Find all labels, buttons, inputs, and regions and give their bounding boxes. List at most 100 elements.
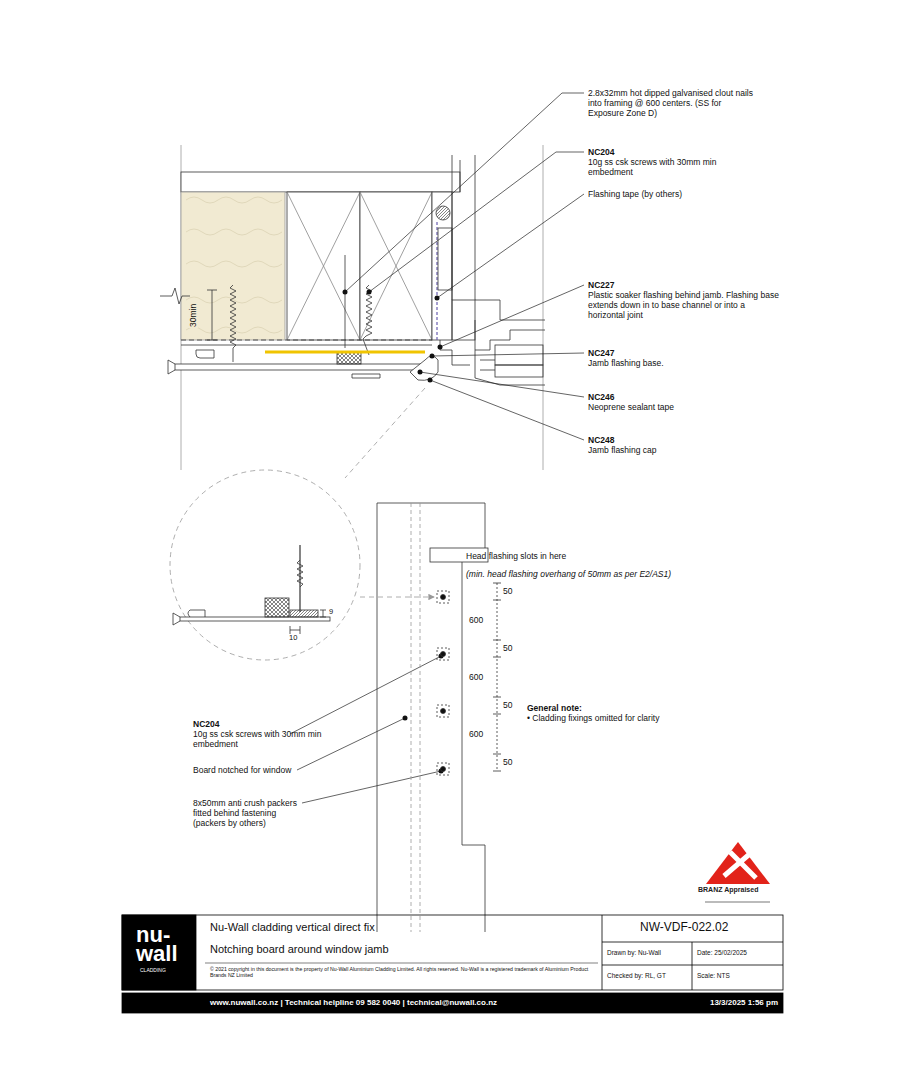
note-text: (min. head flashing overhang of 50mm as … (466, 569, 671, 579)
drawing-part (724, 852, 756, 878)
drawing-part (430, 380, 584, 440)
drawing-subtitle: Notching board around window jamb (210, 943, 389, 956)
drawing-title: Nu-Wall cladding vertical direct fix (210, 921, 375, 934)
drawing-part (436, 222, 437, 340)
callout-text: Neoprene sealant tape (588, 402, 674, 412)
drawing-part (168, 360, 175, 374)
drawing-part (441, 652, 446, 657)
title-cell: Date: 25/02/2025 (697, 949, 747, 957)
drawing-part (437, 591, 449, 603)
appraisal-mark: BRANZ Appraised (698, 886, 758, 894)
drawing-part (452, 155, 545, 320)
drawing-part (441, 595, 446, 600)
drawing-part (186, 197, 282, 333)
part-code: NC204 (588, 147, 614, 157)
drawing-part (420, 372, 584, 397)
drawing-part (188, 610, 205, 617)
drawing-part (360, 192, 432, 340)
drawing-part (345, 388, 425, 478)
drawing-part (493, 771, 501, 772)
drawing-part (602, 942, 783, 943)
drawing-part (430, 354, 435, 359)
drawing-part (160, 288, 190, 304)
drawing-part (230, 285, 236, 362)
dimension: 50 (503, 757, 512, 767)
drawing-part (493, 600, 501, 601)
detail-view (170, 388, 434, 660)
note-text: • Cladding fixings omitted for clarity (527, 713, 659, 723)
drawing-part (337, 352, 361, 364)
drawing-part (432, 192, 452, 340)
drawing-part (343, 290, 348, 295)
drawing-part (438, 345, 443, 350)
part-code: NC246 (588, 392, 614, 402)
drawing-part (297, 718, 405, 770)
drawing-part (299, 545, 300, 612)
drawing-part (377, 503, 485, 932)
drawing-part (290, 610, 318, 617)
callout-text: Flashing tape (by others) (588, 189, 682, 199)
section-view (160, 145, 545, 470)
drawing-part (452, 300, 475, 340)
drawing-part (181, 192, 285, 340)
drawing-part (497, 583, 498, 771)
drawing-part (437, 705, 449, 717)
drawing-part (367, 290, 372, 295)
drawing-part (493, 697, 501, 698)
note-heading: General note: (527, 703, 582, 713)
drawing-part (345, 93, 584, 292)
callout-text: 10g ss csk screws with 30mm min embedmen… (193, 729, 323, 749)
drawing-part (122, 915, 196, 990)
drawing-part (297, 560, 303, 587)
drawing-part (705, 901, 770, 903)
drawing-part (207, 290, 217, 291)
drawing-part (441, 709, 446, 714)
leader-lines (290, 93, 584, 803)
dimension: 600 (469, 729, 483, 739)
note-text: Head flashing slots in here (466, 551, 566, 561)
drawing-part (265, 598, 289, 617)
title-cell: Checked by: RL, GT (607, 972, 666, 980)
drawing-part (173, 613, 180, 625)
drawing-part (265, 351, 425, 354)
drawing-part (403, 716, 408, 721)
drawing-part (323, 610, 324, 617)
drawing-part (418, 370, 423, 375)
dimension: 600 (469, 672, 483, 682)
drawing-part (287, 192, 360, 340)
title-cell: Scale: NTS (697, 972, 730, 980)
drawing-part (207, 340, 217, 341)
drawing-part (495, 345, 543, 365)
drawing-part (493, 583, 501, 771)
dimension: 600 (469, 615, 483, 625)
title-cell: Drawn by: Nu-Wall (607, 949, 661, 957)
drawing-part (363, 285, 372, 355)
drawing-part (432, 353, 584, 356)
callout-text: 2.8x32mm hot dipped galvanised clout nai… (588, 88, 756, 118)
drawing-part (410, 356, 438, 380)
drawing-part (493, 714, 501, 715)
drawing-part (170, 470, 360, 660)
leader-dots (343, 290, 444, 774)
callout-text: Plastic soaker flashing behind jamb. Fla… (588, 290, 780, 320)
drawing-part (440, 340, 470, 365)
drawing-part (196, 350, 214, 358)
dimension: 30min (188, 302, 198, 327)
callout-text: Jamb flashing cap (588, 445, 657, 455)
callout-text: 8x50mm anti crush packers fitted behind … (193, 798, 305, 828)
dimension: 50 (503, 700, 512, 710)
drawing-part (360, 597, 434, 598)
drawing-part (345, 255, 346, 348)
drawing-part (181, 340, 432, 341)
drawing-part (493, 754, 501, 755)
part-code: NC248 (588, 435, 614, 445)
drawing-number: NW-VDF-022.02 (640, 920, 728, 934)
drawing-part (493, 640, 501, 641)
drawing-part (602, 915, 603, 990)
drawing-part (369, 152, 584, 292)
drawing-part (437, 763, 449, 775)
title-block (122, 915, 783, 1013)
drawing-part (493, 583, 501, 584)
drawing-part (692, 942, 693, 990)
